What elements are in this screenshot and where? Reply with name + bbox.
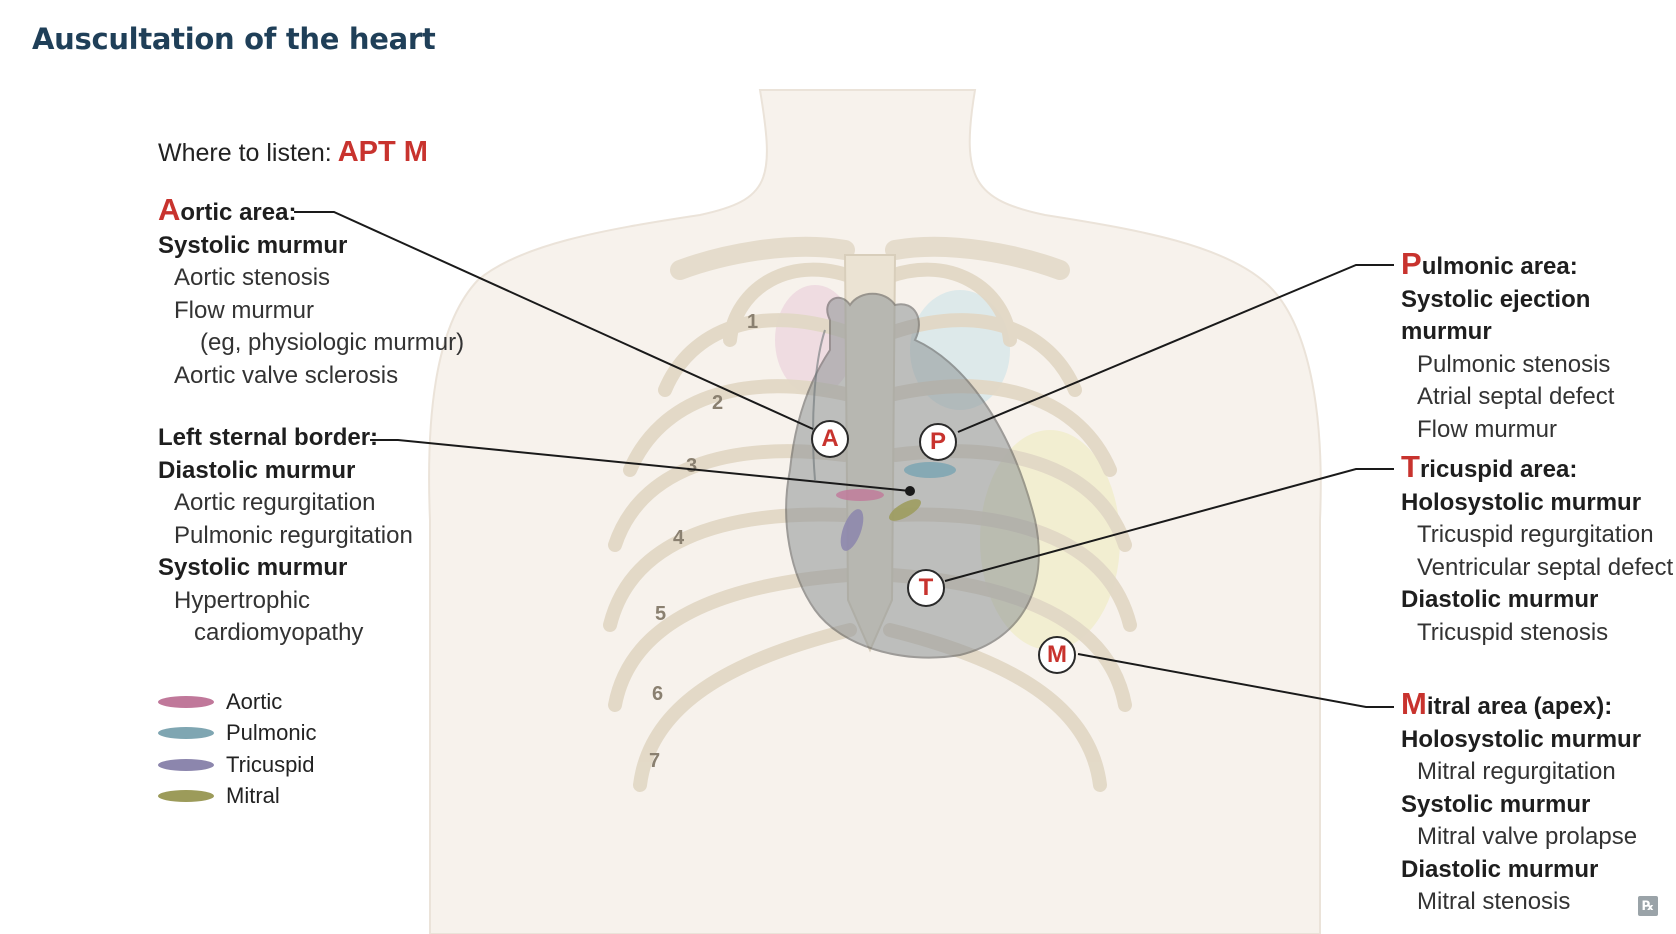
lsb-block: Left sternal border: Diastolic murmur Ao…	[158, 422, 413, 650]
rib-number-7: 7	[649, 750, 660, 772]
aortic-valve-marker	[836, 489, 884, 501]
aortic-item: Flow murmur	[174, 296, 315, 324]
tricuspid-item: Tricuspid regurgitation	[1417, 521, 1654, 548]
pulmonic-area-block: Pulmonic area: Systolic ejection murmur …	[1401, 246, 1676, 446]
rib-7-left	[633, 623, 857, 792]
lsb-item: cardiomyopathy	[194, 619, 364, 646]
aortic-item: Aortic stenosis	[174, 264, 331, 291]
tricuspid-subheading: Holosystolic murmur	[1401, 488, 1642, 516]
clavicle-left	[670, 236, 855, 280]
rib-number-6: 6	[652, 683, 663, 705]
legend-swatch-aortic	[158, 695, 214, 708]
mitral-valve-marker	[889, 499, 921, 521]
where-label: Where to listen:	[158, 139, 332, 167]
rib-number-4: 4	[673, 527, 685, 549]
lsb-item: Aortic regurgitation	[174, 489, 376, 516]
tricuspid-valve-marker	[840, 509, 864, 551]
rib-number-1: 1	[747, 311, 758, 333]
lsb-item: Hypertrophic	[174, 586, 311, 614]
legend-item-mitral: Mitral	[158, 781, 316, 813]
mitral-subheading: Diastolic murmur	[1401, 855, 1599, 883]
lsb-subheading: Diastolic murmur	[158, 456, 356, 484]
pulmonic-item: Pulmonic stenosis	[1417, 350, 1611, 378]
marker-tricuspid: T	[907, 569, 945, 607]
lsb-heading: Left sternal border:	[158, 424, 379, 451]
rib-number-2: 2	[712, 392, 723, 414]
marker-pulmonic: P	[919, 423, 957, 461]
legend-item-tricuspid: Tricuspid	[158, 749, 316, 781]
mnemonic: APT M	[337, 136, 428, 168]
mitral-subheading: Holosystolic murmur	[1401, 725, 1642, 753]
mitral-item: Mitral stenosis	[1417, 888, 1571, 915]
tricuspid-area-block: Tricuspid area: Holosystolic murmur Tric…	[1401, 449, 1674, 649]
aortic-subheading: Systolic murmur	[158, 231, 348, 259]
rib-2-left	[658, 313, 862, 397]
legend-swatch-tricuspid	[158, 758, 214, 771]
lsb-item: Pulmonic regurgitation	[174, 521, 413, 549]
clavicle-right	[885, 236, 1070, 280]
rib-number-5: 5	[655, 603, 666, 625]
tricuspid-item: Tricuspid stenosis	[1417, 618, 1609, 646]
mitral-item: Mitral regurgitation	[1417, 758, 1616, 785]
legend: Aortic Pulmonic Tricuspid Mitral	[158, 686, 316, 812]
leader-mitral	[1077, 653, 1394, 708]
aortic-area-heading: Aortic area:	[158, 192, 297, 227]
leader-lsb	[370, 439, 911, 492]
legend-item-aortic: Aortic	[158, 686, 316, 718]
aortic-area-block: Aortic area: Systolic murmur Aortic sten…	[158, 192, 465, 392]
tricuspid-subheading: Diastolic murmur	[1401, 586, 1599, 613]
legend-item-pulmonic: Pulmonic	[158, 718, 316, 750]
marker-aortic: A	[811, 420, 849, 458]
mitral-area-heading: Mitral area (apex):	[1401, 686, 1613, 721]
tricuspid-area-heading: Tricuspid area:	[1401, 449, 1578, 484]
tricuspid-item: Ventricular septal defect	[1417, 553, 1674, 581]
page-title: Auscultation of the heart	[32, 22, 436, 56]
where-to-listen: Where to listen:APT M	[158, 136, 428, 169]
aortic-item: Aortic valve sclerosis	[174, 361, 399, 389]
pulmonic-item: Atrial septal defect	[1417, 383, 1615, 410]
pulmonic-subheading: Systolic ejection murmur	[1401, 285, 1591, 346]
rib-number-3: 3	[686, 455, 697, 477]
pulmonic-item: Flow murmur	[1417, 415, 1558, 443]
mitral-item: Mitral valve prolapse	[1417, 823, 1638, 850]
leader-aortic	[294, 211, 814, 430]
aortic-item: (eg, physiologic murmur)	[200, 329, 465, 356]
lsb-subheading: Systolic murmur	[158, 554, 348, 581]
mitral-area-block: Mitral area (apex): Holosystolic murmur …	[1401, 686, 1642, 919]
rx-logo-icon: ℞	[1638, 896, 1658, 916]
pulmonic-valve-marker	[904, 462, 956, 478]
marker-mitral: M	[1038, 636, 1076, 674]
pulmonic-area-heading: Pulmonic area:	[1401, 246, 1578, 281]
leader-tricuspid	[944, 468, 1394, 582]
mitral-subheading: Systolic murmur	[1401, 790, 1591, 818]
leader-pulmonic	[957, 264, 1394, 433]
legend-swatch-mitral	[158, 790, 214, 803]
legend-swatch-pulmonic	[158, 727, 214, 740]
